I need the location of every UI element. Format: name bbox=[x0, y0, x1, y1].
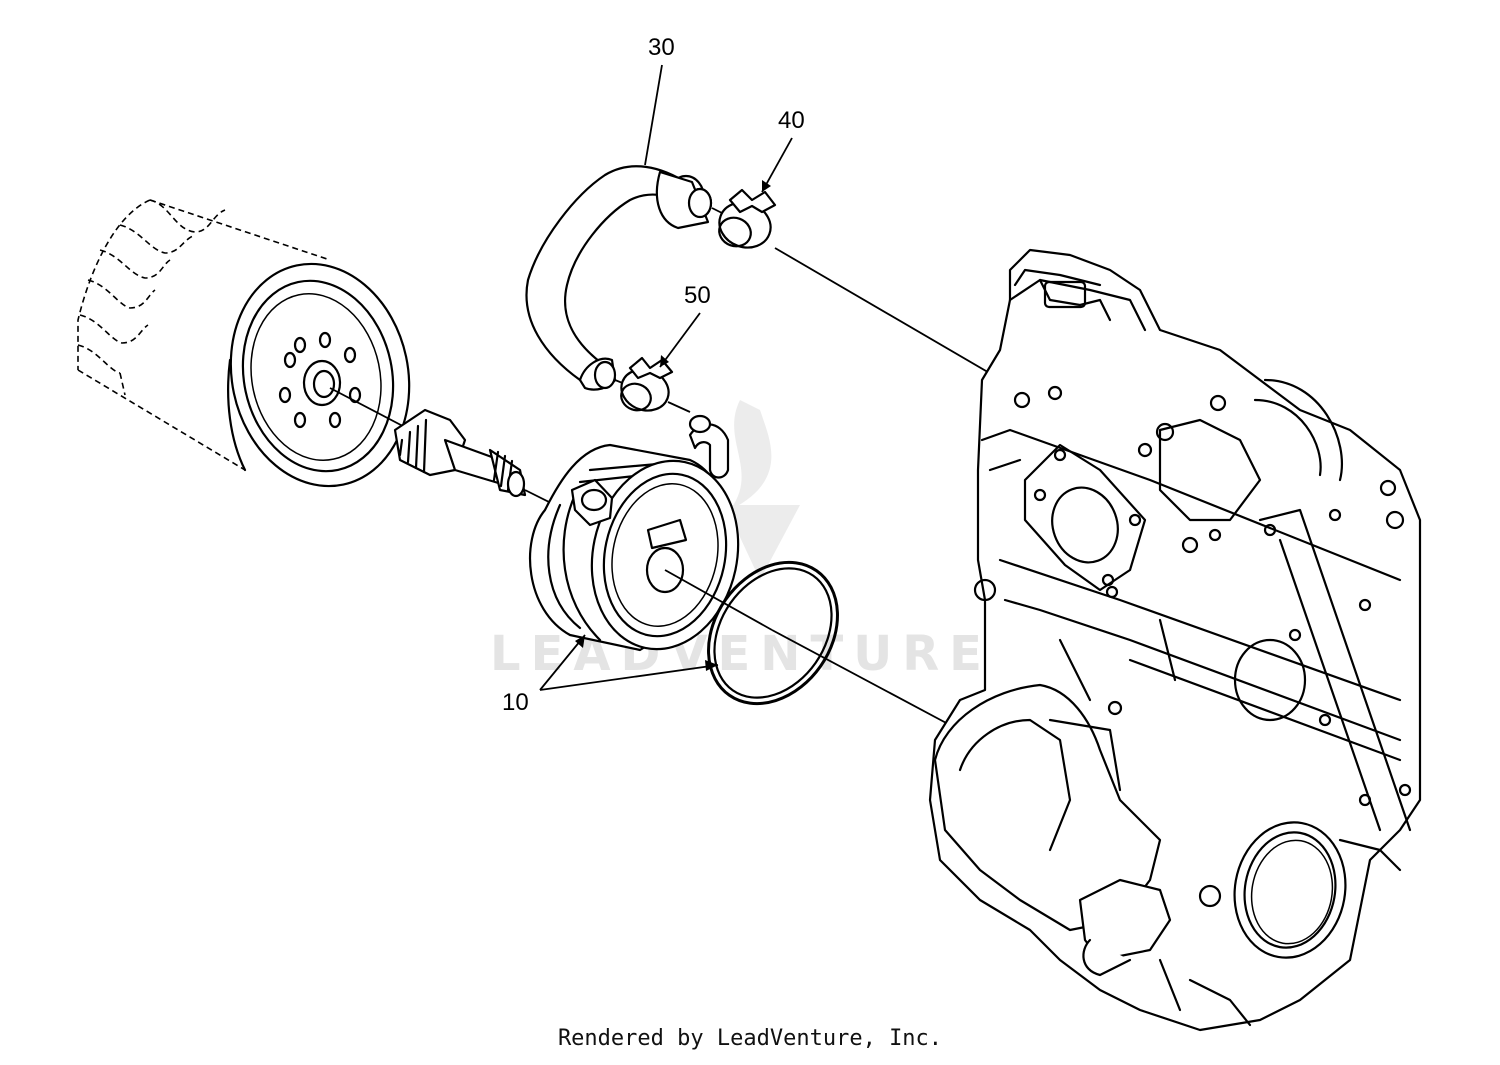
hose-clamp-50 bbox=[620, 356, 674, 412]
callout-40-label: 40 bbox=[778, 107, 805, 134]
callout-50-label: 50 bbox=[684, 282, 711, 309]
hose-30 bbox=[525, 165, 713, 391]
oil-cooler bbox=[528, 414, 740, 652]
engine-block bbox=[928, 248, 1422, 1032]
callout-50: 50 bbox=[659, 282, 711, 368]
oil-filter bbox=[77, 199, 411, 488]
callout-10: 10 bbox=[502, 634, 719, 716]
engine-bolts bbox=[973, 385, 1412, 908]
hose-clamp-40 bbox=[718, 188, 777, 249]
o-ring bbox=[707, 560, 839, 706]
callout-30: 30 bbox=[644, 34, 675, 166]
callout-10-label: 10 bbox=[502, 689, 529, 716]
watermark-text: LEADVENTURE bbox=[490, 626, 992, 682]
threaded-fitting bbox=[393, 408, 527, 498]
render-credit: Rendered by LeadVenture, Inc. bbox=[557, 1026, 943, 1051]
filter-holes bbox=[278, 331, 362, 429]
callout-30-label: 30 bbox=[648, 34, 675, 61]
callout-40: 40 bbox=[761, 107, 805, 193]
